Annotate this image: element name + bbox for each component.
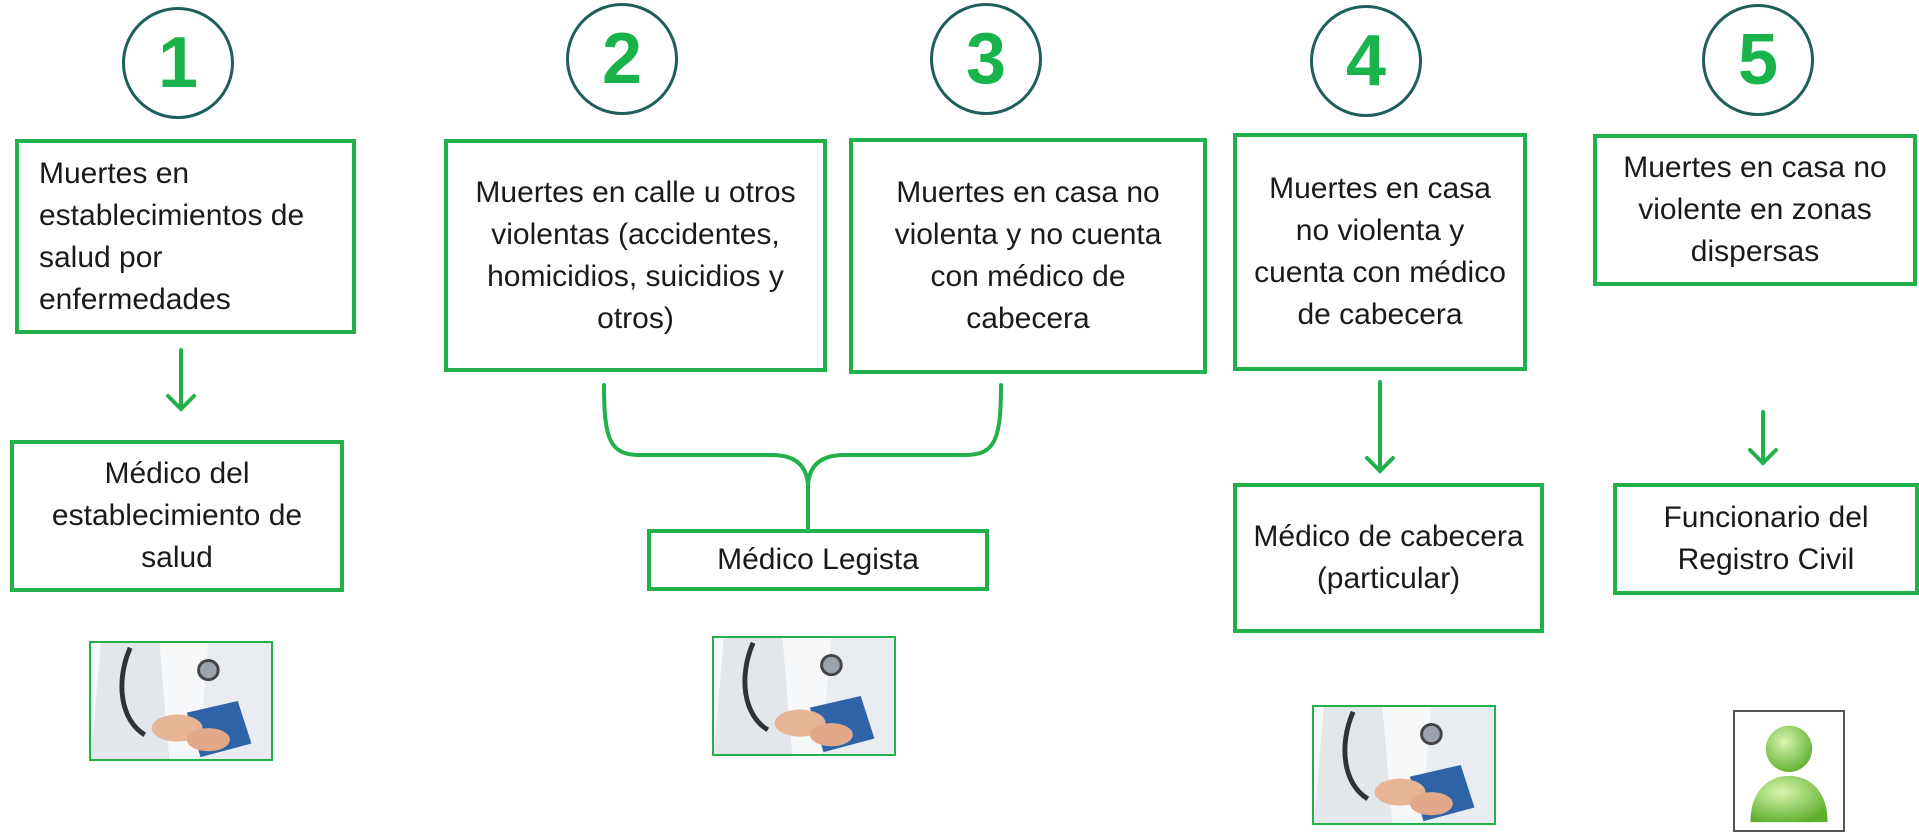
civil-registry-user-icon [1733, 710, 1845, 832]
category-box-4: Muertes en casa no violenta y cuenta con… [1233, 133, 1527, 371]
step-number-3: 3 [930, 3, 1042, 115]
category-text-2: Muertes en calle u otros violentas (acci… [475, 175, 796, 335]
category-box-3: Muertes en casa no violenta y no cuenta … [849, 138, 1207, 374]
step-number-2: 2 [566, 3, 678, 115]
responsible-text-5: Funcionario del Registro Civil [1663, 501, 1869, 576]
doctor-photo [89, 641, 273, 761]
responsible-text-1: Médico del establecimiento de salud [51, 457, 303, 574]
responsible-text-4: Médico de cabecera (particular) [1253, 520, 1524, 595]
category-text-3: Muertes en casa no violenta y no cuenta … [894, 176, 1162, 335]
step-number-4: 4 [1310, 5, 1422, 117]
responsible-box-1: Médico del establecimiento de salud [10, 440, 344, 592]
responsible-box-4: Médico de cabecera (particular) [1233, 483, 1544, 633]
doctor-photo [712, 636, 896, 756]
category-box-2: Muertes en calle u otros violentas (acci… [444, 139, 827, 372]
doctor-photo [1312, 705, 1496, 825]
responsible-box-5: Funcionario del Registro Civil [1613, 483, 1919, 595]
responsible-box-legista: Médico Legista [647, 529, 989, 591]
step-number-1: 1 [122, 7, 234, 119]
category-box-5: Muertes en casa no violente en zonas dis… [1593, 134, 1917, 286]
category-text-4: Muertes en casa no violenta y cuenta con… [1254, 172, 1506, 331]
category-text-1: Muertes en establecimientos de salud por… [39, 156, 305, 316]
step-number-5: 5 [1702, 4, 1814, 116]
category-text-5: Muertes en casa no violente en zonas dis… [1623, 151, 1887, 268]
responsible-text-legista: Médico Legista [717, 543, 919, 576]
category-box-1: Muertes en establecimientos de salud por… [15, 139, 356, 334]
